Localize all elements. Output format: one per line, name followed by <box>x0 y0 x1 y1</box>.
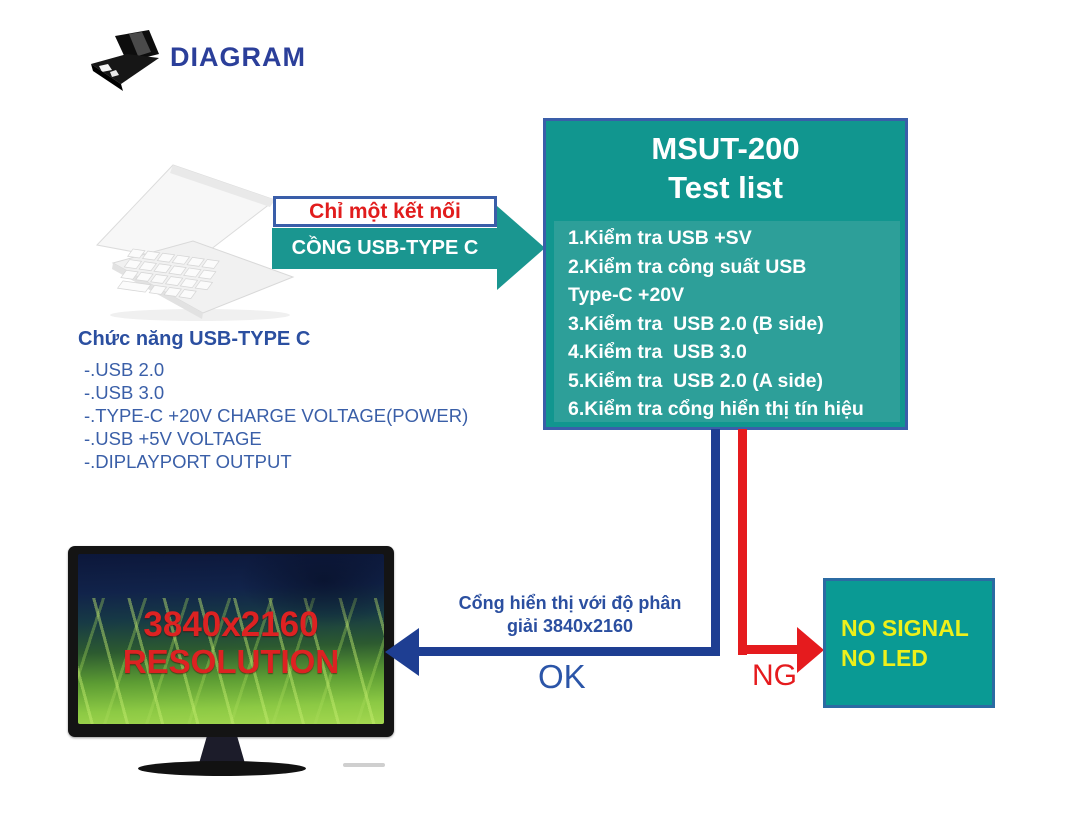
test-list-line: 2.Kiểm tra công suất USB <box>568 255 807 278</box>
test-list: 1.Kiểm tra USB +SV 2.Kiểm tra công suất U… <box>554 221 900 422</box>
test-box: MSUT-200 Test list 1.Kiểm tra USB +SV 2.K… <box>543 118 908 430</box>
monitor-stand-base <box>138 761 306 776</box>
test-box-title-line2: Test list <box>668 170 783 205</box>
monitor-image: 3840x2160 RESOLUTION <box>68 546 394 737</box>
ok-label-line2: giải 3840x2160 <box>506 616 634 636</box>
ng-arrowhead-icon <box>797 627 824 673</box>
ng-connector-vertical-line <box>738 429 747 655</box>
page-title: DIAGRAM <box>170 42 306 72</box>
ng-connector-horizontal-line <box>738 645 799 654</box>
test-box-title-line1: MSUT-200 <box>651 131 800 166</box>
ok-result-text: OK <box>538 658 586 695</box>
test-box-title: MSUT-200 Test list <box>546 129 905 207</box>
functions-item: -.TYPE-C +20V CHARGE VOLTAGE(POWER) <box>84 405 469 426</box>
no-signal-line1: NO SIGNAL <box>841 615 969 641</box>
test-list-line: 5.Kiểm tra USB 2.0 (A side) <box>568 369 824 392</box>
functions-item: -.DIPLAYPORT OUTPUT <box>84 451 292 472</box>
test-list-line: Type-C +20V <box>568 284 685 306</box>
connection-arrow-head-icon <box>497 206 545 290</box>
test-list-line: 6.Kiểm tra cổng hiển thị tín hiệu <box>568 398 864 420</box>
ok-connector-label: Cổng hiển thị với độ phân giải 3840x2160 <box>430 592 710 638</box>
ok-connector-vertical-line <box>711 429 720 653</box>
ok-arrowhead-icon <box>385 628 419 676</box>
connection-arrow: CỒNG USB-TYPE C <box>272 228 498 269</box>
monitor-screen: 3840x2160 RESOLUTION <box>78 554 384 724</box>
laptop-icon <box>91 30 159 91</box>
monitor-resolution-text: 3840x2160 RESOLUTION <box>78 606 384 680</box>
shadow-dash <box>343 763 385 767</box>
ok-connector-horizontal-line <box>414 647 720 656</box>
functions-title: Chức năng USB-TYPE C <box>78 328 311 350</box>
functions-item: -.USB 2.0 <box>84 359 165 380</box>
test-list-line: 1.Kiểm tra USB +SV <box>568 227 752 249</box>
laptop-image <box>96 164 295 321</box>
no-signal-box: NO SIGNAL NO LED <box>823 578 995 708</box>
test-list-line: 3.Kiểm tra USB 2.0 (B side) <box>568 312 824 335</box>
ng-result-text: NG <box>752 659 797 692</box>
functions-list: -.USB 2.0-.USB 3.0-.TYPE-C +20V CHARGE V… <box>84 358 468 473</box>
no-signal-line2: NO LED <box>841 645 928 671</box>
functions-item: -.USB +5V VOLTAGE <box>84 428 262 449</box>
test-list-line: 4.Kiểm tra USB 3.0 <box>568 341 747 363</box>
ok-label-line1: Cổng hiển thị với độ phân <box>458 593 682 613</box>
resolution-value: 3840x2160 <box>143 605 319 644</box>
resolution-label: RESOLUTION <box>122 643 340 680</box>
connection-note: Chỉ một kết nối <box>273 196 497 227</box>
functions-item: -.USB 3.0 <box>84 382 165 403</box>
